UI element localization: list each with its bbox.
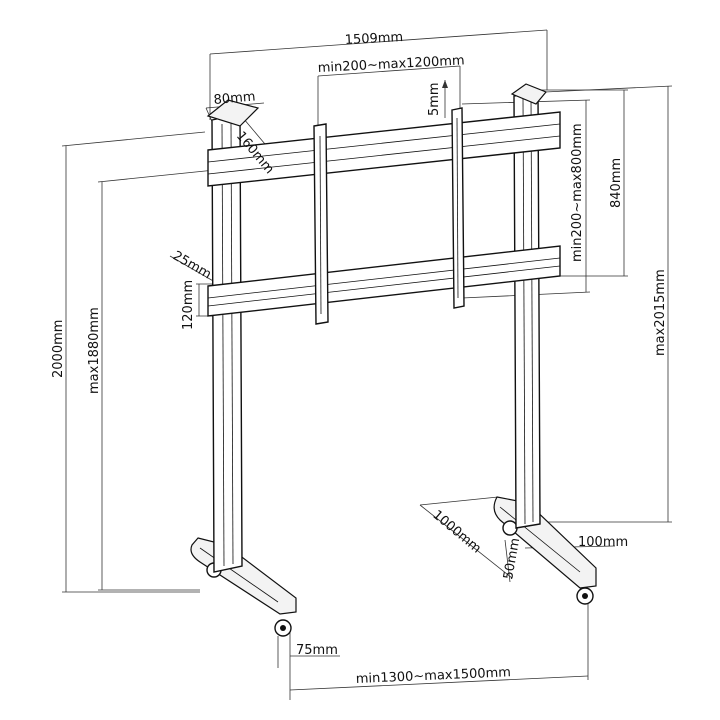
- label-vesa-vertical: min200~max800mm: [570, 123, 585, 262]
- dimension-labels: 1509mm min200~max1200mm 80mm 160mm 5mm m…: [51, 30, 668, 687]
- label-floor-width: min1300~max1500mm: [356, 665, 512, 687]
- label-vesa-horizontal: min200~max1200mm: [317, 53, 465, 76]
- label-rail-spacing: 840mm: [609, 158, 624, 208]
- label-max-mount-height: max1880mm: [87, 307, 102, 394]
- label-base-depth: 1000mm: [429, 508, 483, 557]
- left-vesa-bracket: [313, 123, 329, 325]
- left-upright: [206, 99, 260, 573]
- right-vesa-bracket: [451, 107, 465, 309]
- label-rail-depth: 25mm: [170, 248, 214, 282]
- lower-rail: [207, 245, 561, 317]
- label-base-height: 50mm: [501, 537, 523, 581]
- right-upright: [510, 83, 547, 529]
- label-rail-height: 120mm: [181, 280, 196, 330]
- dimension-lines: [61, 29, 673, 700]
- label-base-width: 100mm: [578, 535, 628, 550]
- upper-rail: [207, 111, 561, 187]
- left-base: [190, 537, 297, 637]
- label-top-cap-width: 80mm: [213, 89, 256, 108]
- label-overall-height: 2000mm: [51, 320, 66, 378]
- label-overall-width: 1509mm: [344, 30, 403, 48]
- label-max-top-height: max2015mm: [653, 269, 668, 356]
- label-adjust-step: 5mm: [427, 82, 442, 116]
- label-wheel-offset: 75mm: [296, 643, 338, 658]
